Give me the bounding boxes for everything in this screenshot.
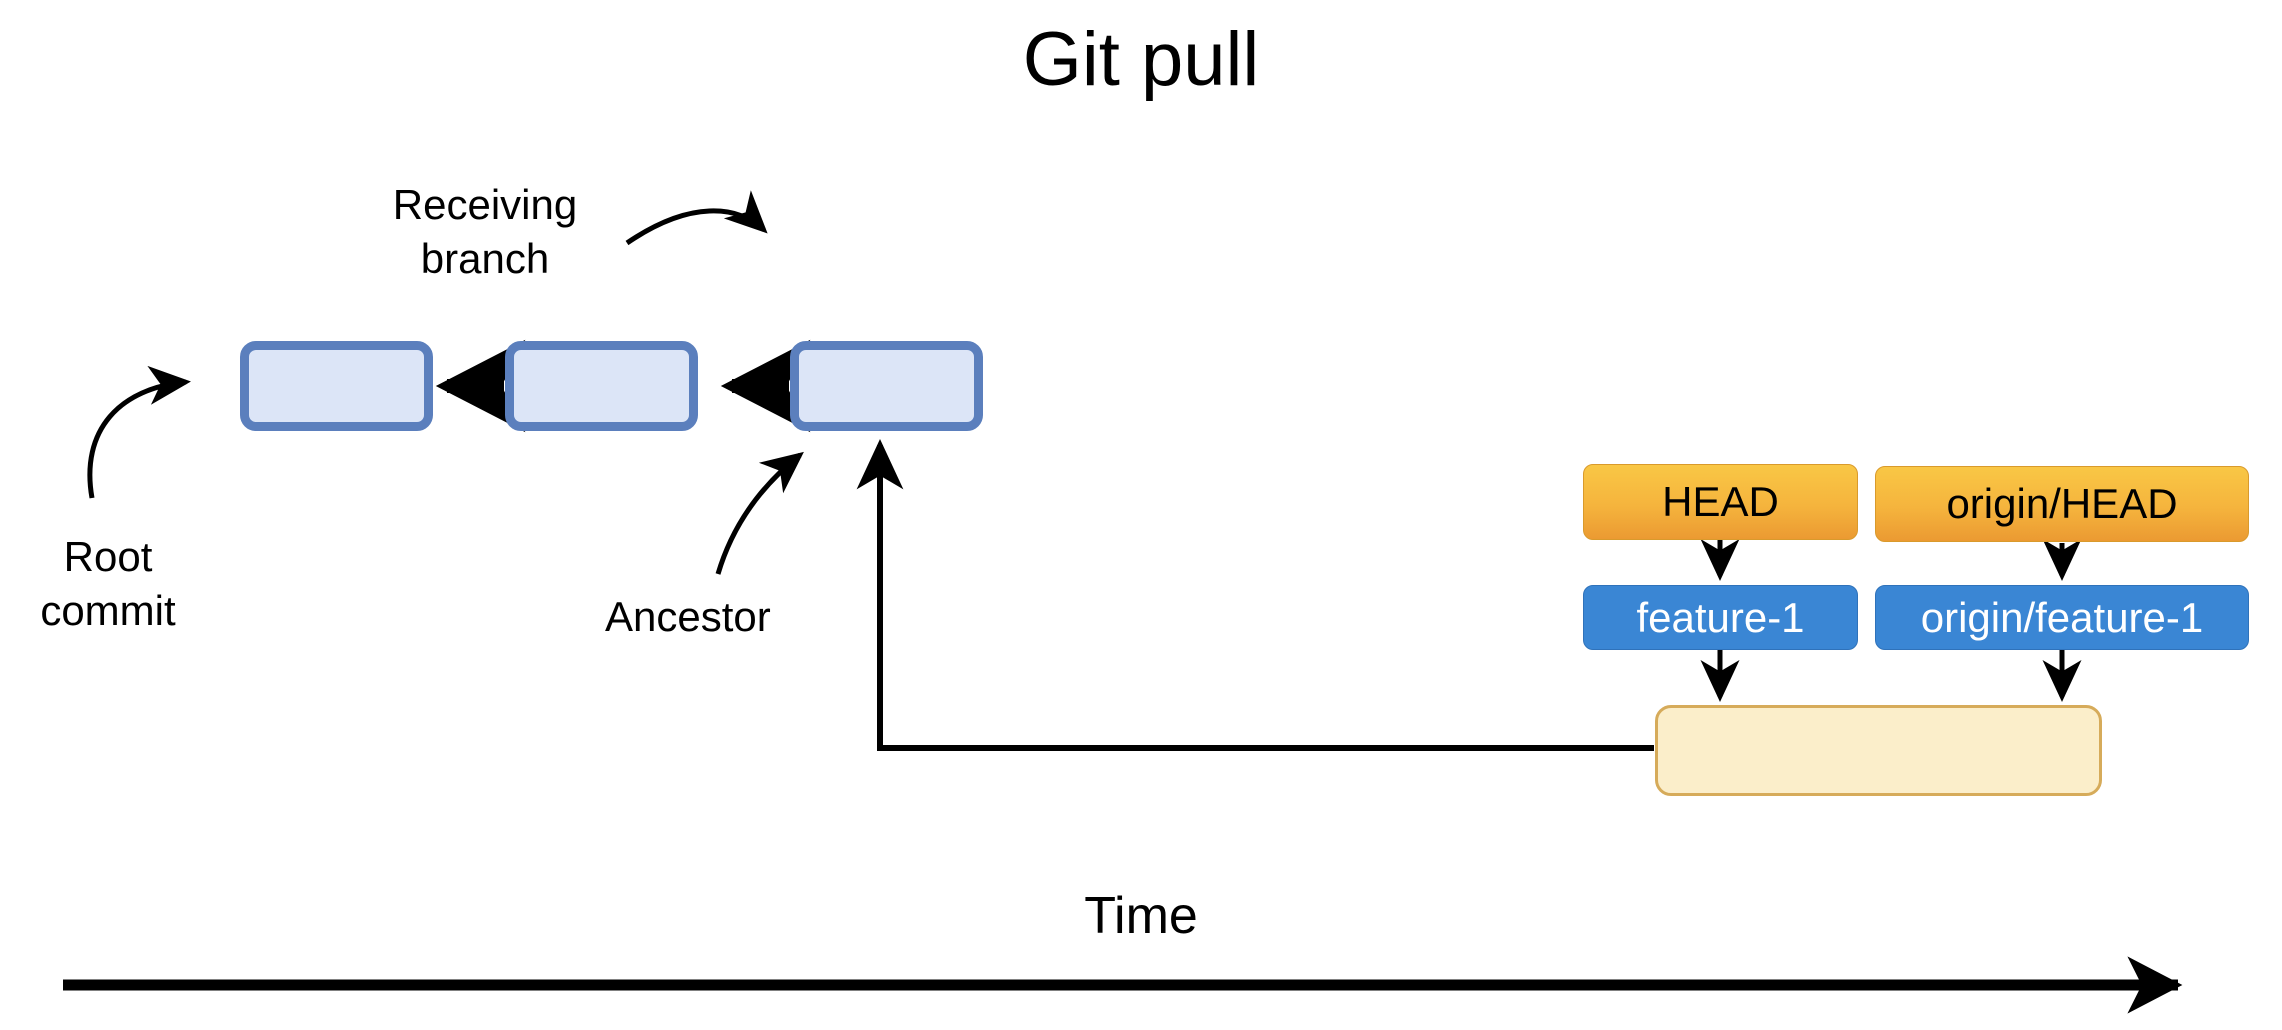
annotation-receiving-branch: Receiving branch — [392, 181, 578, 282]
arrow-receiving-branch-pointer — [625, 190, 768, 246]
ref-label-feature-1-text: feature-1 — [1636, 593, 1805, 641]
ref-label-feature-1[interactable]: feature-1 — [1583, 585, 1858, 650]
commit-node-middle[interactable] — [505, 341, 698, 431]
commit-node-root[interactable] — [240, 341, 433, 431]
ref-label-head-text: HEAD — [1662, 478, 1779, 525]
page-title: Git pull — [1022, 17, 1260, 102]
arrow-ancestor-pointer — [715, 451, 804, 575]
ref-label-origin-head[interactable]: origin/HEAD — [1875, 466, 2249, 542]
axis-label-time: Time — [1084, 887, 1198, 945]
ref-label-head[interactable]: HEAD — [1583, 464, 1858, 540]
commit-node-ancestor[interactable] — [790, 341, 983, 431]
annotation-ancestor: Ancestor — [605, 593, 771, 640]
ref-label-origin-feature-1[interactable]: origin/feature-1 — [1875, 585, 2249, 650]
ref-label-origin-head-text: origin/HEAD — [1946, 480, 2178, 527]
arrow-root-commit-pointer — [87, 365, 191, 499]
commit-node-merge[interactable] — [1655, 705, 2102, 796]
ref-label-origin-feature-1-text: origin/feature-1 — [1920, 593, 2204, 641]
arrow-merge-to-ancestor — [856, 439, 1654, 751]
annotation-root-commit: Root commit — [40, 533, 176, 634]
